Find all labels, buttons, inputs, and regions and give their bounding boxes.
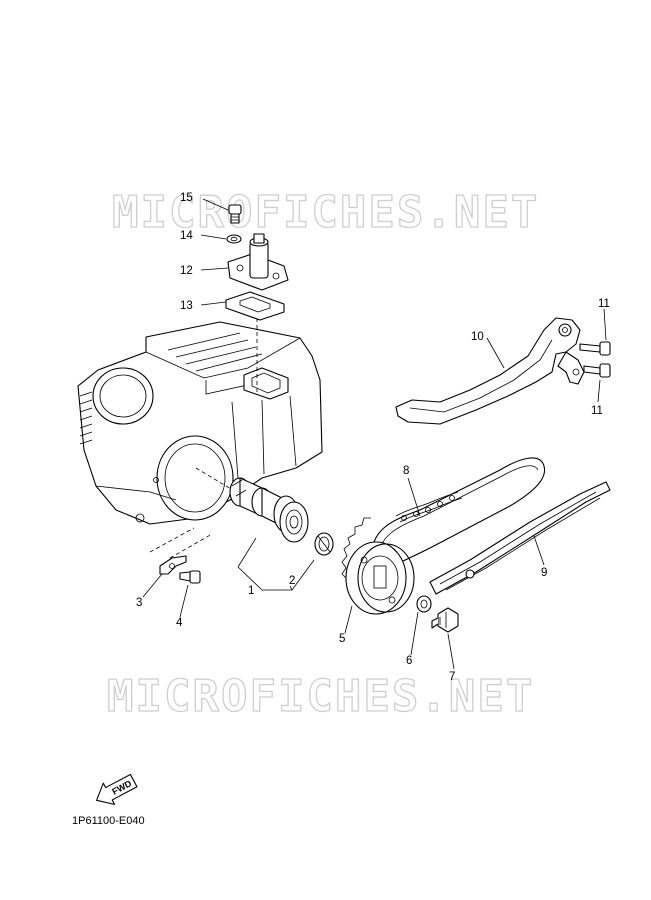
callout-15: 15 bbox=[180, 192, 193, 204]
cam-chain-8 bbox=[371, 457, 546, 571]
cylinder-head bbox=[77, 321, 323, 525]
callout-6: 6 bbox=[406, 655, 412, 667]
callout-8: 8 bbox=[403, 465, 409, 477]
alignment-line-camshaft bbox=[195, 467, 237, 493]
gasket-13 bbox=[225, 291, 285, 321]
cam-chain-tensioner-12 bbox=[227, 233, 289, 291]
pin-2 bbox=[314, 532, 334, 556]
callout-9: 9 bbox=[541, 567, 547, 579]
callout-1: 1 bbox=[248, 585, 254, 597]
forward-arrow-icon: FWD bbox=[96, 773, 138, 805]
callout-13: 13 bbox=[180, 300, 193, 312]
bolt-15 bbox=[228, 204, 242, 224]
callout-5: 5 bbox=[339, 633, 345, 645]
bolt-11-upper bbox=[579, 341, 611, 356]
chain-guide-9 bbox=[429, 481, 611, 595]
leader-lines bbox=[142, 198, 607, 670]
callout-7: 7 bbox=[449, 671, 455, 683]
callout-2: 2 bbox=[289, 575, 295, 587]
bolt-11-lower bbox=[583, 363, 611, 378]
diagram-code: 1P61100-E040 bbox=[72, 815, 145, 827]
camshaft-1 bbox=[229, 477, 309, 543]
callout-11-upper: 11 bbox=[598, 298, 610, 310]
washer-6 bbox=[416, 595, 432, 613]
tensioner-arm-10 bbox=[395, 317, 585, 425]
callout-12: 12 bbox=[180, 265, 193, 277]
washer-14 bbox=[226, 234, 242, 244]
bolt-7 bbox=[431, 607, 459, 633]
callout-14: 14 bbox=[180, 230, 193, 242]
watermark-top: MICROFICHES.NET bbox=[112, 187, 539, 238]
bolt-4 bbox=[179, 570, 201, 584]
callout-3: 3 bbox=[136, 597, 142, 609]
cam-sprocket-5 bbox=[341, 517, 415, 615]
watermark-bottom: MICROFICHES.NET bbox=[107, 671, 534, 722]
callout-10: 10 bbox=[471, 331, 484, 343]
callout-11-lower: 11 bbox=[591, 405, 603, 417]
callout-4: 4 bbox=[176, 617, 183, 629]
plate-3 bbox=[149, 527, 213, 575]
